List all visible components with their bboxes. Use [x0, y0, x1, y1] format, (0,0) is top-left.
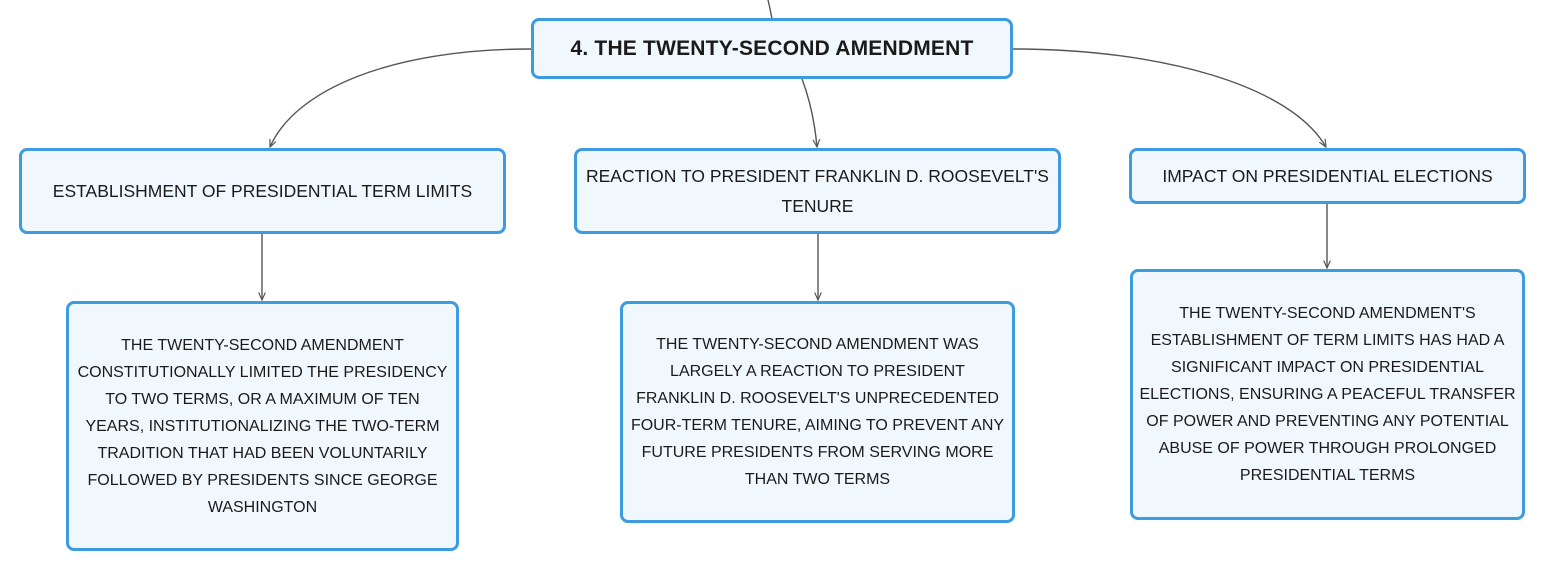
- topic-node-roosevelt-reaction[interactable]: REACTION TO PRESIDENT FRANKLIN D. ROOSEV…: [574, 148, 1061, 234]
- detail-node-roosevelt-reaction[interactable]: THE TWENTY-SECOND AMENDMENT WAS LARGELY …: [620, 301, 1015, 523]
- detail-node-election-impact[interactable]: THE TWENTY-SECOND AMENDMENT'S ESTABLISHM…: [1130, 269, 1525, 520]
- connector-root-to-topic-1: [269, 48, 532, 147]
- topic-node-label: IMPACT ON PRESIDENTIAL ELECTIONS: [1162, 166, 1493, 186]
- root-node[interactable]: 4. THE TWENTY-SECOND AMENDMENT: [531, 18, 1013, 79]
- topic-node-term-limits[interactable]: ESTABLISHMENT OF PRESIDENTIAL TERM LIMIT…: [19, 148, 506, 234]
- detail-node-text: THE TWENTY-SECOND AMENDMENT CONSTITUTION…: [77, 336, 448, 516]
- topic-node-label: REACTION TO PRESIDENT FRANKLIN D. ROOSEV…: [586, 166, 1049, 216]
- connector-parent-to-root: [767, 0, 773, 20]
- detail-node-text: THE TWENTY-SECOND AMENDMENT WAS LARGELY …: [630, 336, 1005, 488]
- connector-root-to-topic-2: [801, 78, 817, 147]
- topic-node-election-impact[interactable]: IMPACT ON PRESIDENTIAL ELECTIONS: [1129, 148, 1526, 204]
- detail-node-text: THE TWENTY-SECOND AMENDMENT'S ESTABLISHM…: [1139, 305, 1516, 484]
- connector-root-to-topic-3: [1012, 48, 1326, 147]
- root-node-label: 4. THE TWENTY-SECOND AMENDMENT: [570, 36, 974, 60]
- detail-node-term-limits[interactable]: THE TWENTY-SECOND AMENDMENT CONSTITUTION…: [66, 301, 459, 551]
- topic-node-label: ESTABLISHMENT OF PRESIDENTIAL TERM LIMIT…: [52, 181, 473, 201]
